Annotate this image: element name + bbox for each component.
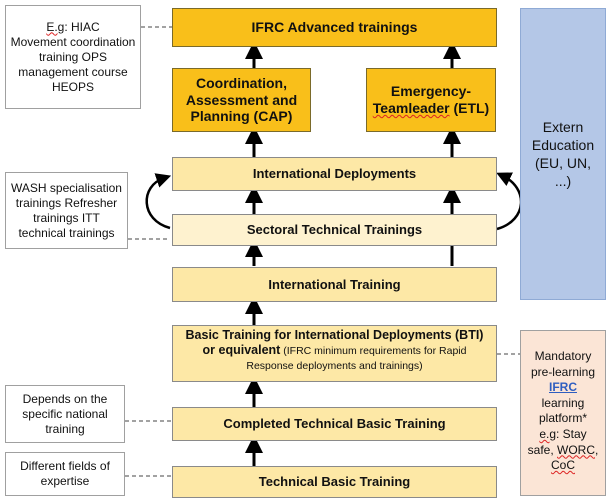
mandatory-after: learning platform*: [538, 395, 588, 426]
box-advanced-trainings: IFRC Advanced trainings: [172, 8, 497, 47]
box-international-training: International Training: [172, 267, 497, 302]
mandatory-comma: ,: [595, 442, 599, 457]
curved-arrow-right: [496, 172, 523, 231]
bti-note-label: (IFRC minimum requirements for Rapid Res…: [246, 345, 467, 372]
mandatory-coc: CoC: [550, 458, 575, 473]
extern-label: Extern Education (EU, UN, ...): [531, 118, 595, 190]
note-fields: Different fields of expertise: [5, 452, 125, 496]
sectoral-label: Sectoral Technical Trainings: [246, 222, 423, 238]
hiac-eg: E.g: [46, 19, 65, 34]
deployments-label: International Deployments: [252, 166, 417, 182]
etl-rest: (ETL): [449, 100, 490, 116]
curved-arrow-left: [145, 173, 172, 230]
completed-label: Completed Technical Basic Training: [223, 416, 446, 432]
note-hiac: E.g: HIAC Movement coordination training…: [5, 5, 141, 109]
etl-line1: Emergency-: [390, 83, 472, 100]
note-national: Depends on the specific national trainin…: [5, 385, 125, 443]
mandatory-worc: WORC: [557, 442, 595, 457]
mandatory-eg: e.g: [539, 426, 556, 441]
wash-text: WASH specialisation trainings Refresher …: [11, 180, 122, 240]
ifrc-link[interactable]: IFRC: [549, 380, 577, 395]
box-sectoral-trainings: Sectoral Technical Trainings: [172, 214, 497, 246]
mandatory-before: Mandatory pre-learning: [530, 349, 596, 379]
bti-main-label: Basic Training for International Deploym…: [185, 328, 484, 357]
advanced-label: IFRC Advanced trainings: [251, 19, 418, 36]
fields-text: Different fields of expertise: [20, 459, 110, 488]
box-mandatory-prelearning: Mandatory pre-learning IFRC learning pla…: [520, 330, 606, 496]
box-etl: Emergency- Teamleader (ETL): [366, 68, 496, 132]
box-bti: Basic Training for International Deploym…: [172, 325, 497, 382]
cap-label: Coordination, Assessment and Planning (C…: [185, 74, 298, 125]
hiac-lines: Movement coordination training OPS manag…: [10, 34, 136, 94]
box-extern-education: Extern Education (EU, UN, ...): [520, 8, 606, 300]
intl-training-label: International Training: [268, 276, 401, 292]
basic-label: Technical Basic Training: [258, 474, 411, 490]
box-international-deployments: International Deployments: [172, 157, 497, 191]
national-text: Depends on the specific national trainin…: [22, 391, 108, 436]
mandatory-examples1: : Stay safe,: [527, 426, 587, 457]
hiac-rest: : HIAC: [64, 19, 100, 34]
box-completed-basic-training: Completed Technical Basic Training: [172, 407, 497, 441]
etl-line2: Teamleader (ETL): [373, 100, 489, 117]
box-technical-basic-training: Technical Basic Training: [172, 466, 497, 498]
hiac-first-line: E.g: HIAC: [46, 20, 99, 35]
note-wash: WASH specialisation trainings Refresher …: [5, 172, 128, 249]
box-cap: Coordination, Assessment and Planning (C…: [172, 68, 311, 132]
etl-word: Teamleader: [372, 100, 450, 116]
